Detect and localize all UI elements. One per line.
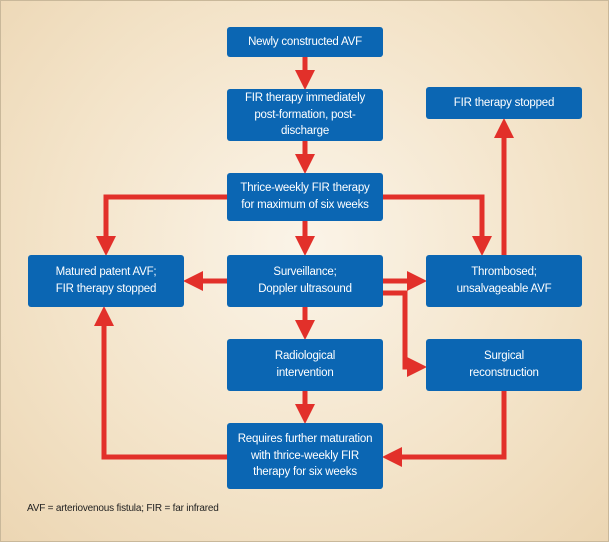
box-line: reconstruction [469,367,539,379]
box-line: Doppler ultrasound [258,283,352,295]
box-line: Radiological [274,350,336,363]
arrow-surgical-to-further [382,391,507,467]
box-line: with thrice-weekly FIR [250,449,360,462]
box-matured-patent-avf: Matured patent AVF; FIR therapy stopped [28,255,184,307]
box-line: unsalvageable AVF [456,283,552,295]
arrow-surveillance-to-surgical [383,290,427,377]
box-surveillance: Surveillance; Doppler ultrasound [227,255,383,307]
box-newly-constructed-avf: Newly constructed AVF [227,27,383,57]
box-requires-further-maturation: Requires further maturation with thrice-… [227,423,383,489]
box-line: Surveillance; [273,266,337,279]
arrow-thrice-to-matured [96,194,227,256]
box-fir-therapy-immediately: FIR therapy immediately post-formation, … [227,89,383,141]
box-line: FIR therapy stopped [453,96,555,109]
box-line: Thrombosed; [471,266,537,279]
box-line: Thrice-weekly FIR therapy [240,182,370,195]
box-thrombosed-avf: Thrombosed; unsalvageable AVF [426,255,582,307]
box-thrice-weekly-therapy: Thrice-weekly FIR therapy for maximum of… [227,173,383,221]
arrow-thrice-to-thrombosed [383,194,492,256]
footnote: AVF = arteriovenous fistula; FIR = far i… [27,503,219,514]
box-line: therapy for six weeks [253,466,357,479]
box-line: Newly constructed AVF [248,35,362,48]
box-surgical-reconstruction: Surgical reconstruction [426,339,582,391]
box-line: FIR therapy stopped [55,283,157,295]
box-line: Matured patent AVF; [55,266,157,279]
box-line: for maximum of six weeks [241,199,369,211]
box-line: Requires further maturation [237,432,373,445]
box-radiological-intervention: Radiological intervention [227,339,383,391]
box-line: post-formation, post-discharge [254,108,356,138]
box-line: intervention [276,367,334,379]
box-line: Surgical [484,350,524,363]
arrow-further-to-matured [94,306,227,460]
box-fir-therapy-stopped: FIR therapy stopped [426,87,582,119]
box-line: FIR therapy immediately [244,92,366,104]
